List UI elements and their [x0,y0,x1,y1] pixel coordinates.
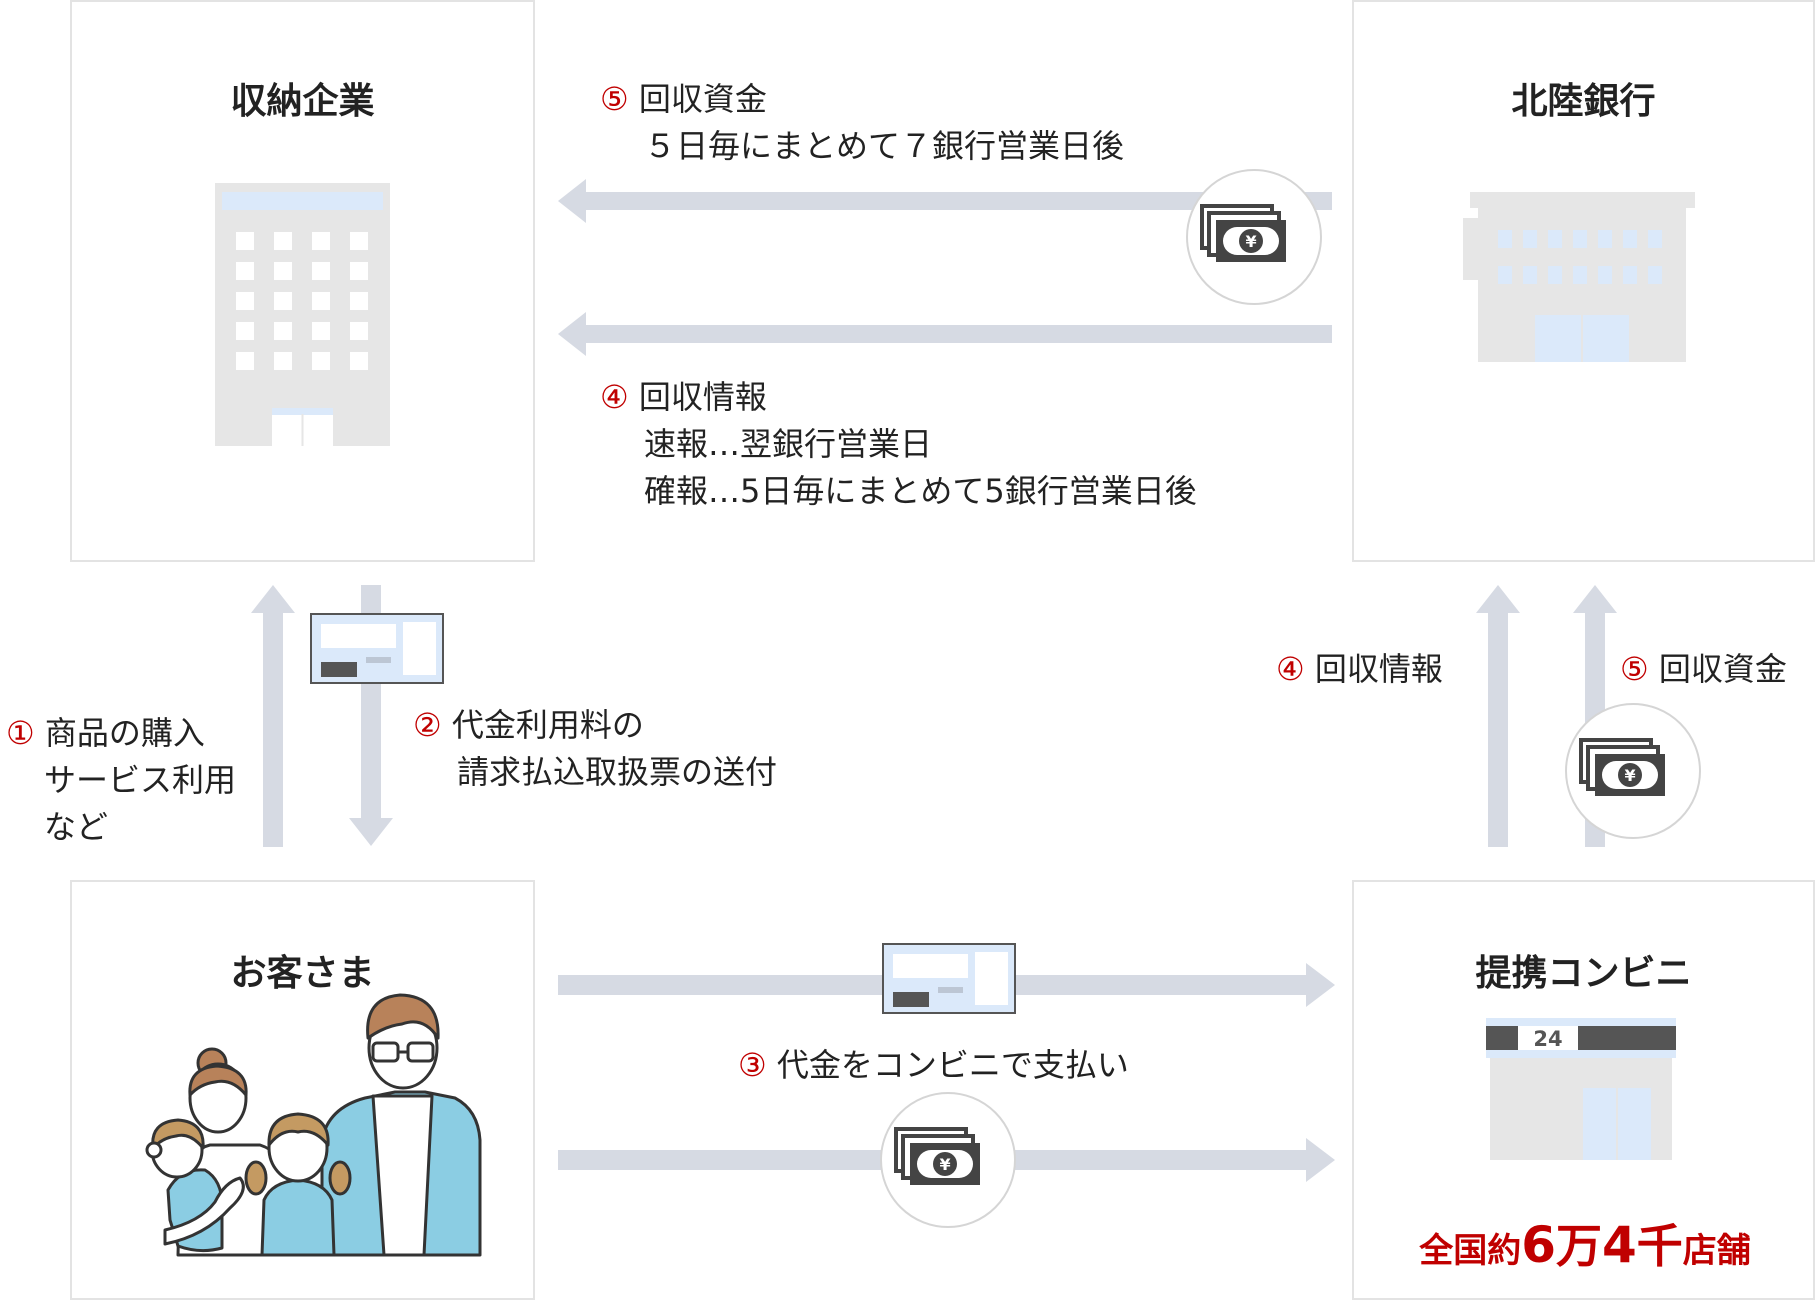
customer-title: お客さま [230,953,375,994]
step-number: ③ [738,1046,767,1084]
money-icon: ¥ [880,1092,1016,1228]
family-illustration [145,993,482,1257]
yen-symbol: ¥ [1624,766,1635,785]
step-number: ⑤ [600,80,629,118]
step-number: ① [6,714,35,752]
money-icon: ¥ [1186,169,1322,305]
step-text: 代金利用料の [451,706,644,744]
company-title: 収納企業 [230,81,375,122]
store-count-number: 6 [1521,1216,1556,1274]
step-text: サービス利用 [44,761,237,799]
step5-store-label: ⑤ 回収資金 [1620,646,1787,693]
store-title: 提携コンビニ [1475,953,1692,994]
arrow-customer-to-company [251,585,295,847]
store-count: 全国約6万4千店舗 [1400,1210,1770,1276]
step-text: 確報…5日毎にまとめて5銀行営業日後 [644,472,1197,510]
step-number: ② [413,706,442,744]
step-text: ５日毎にまとめて７銀行営業日後 [644,127,1125,165]
bank-title: 北陸銀行 [1511,81,1656,122]
store-count-number: 4 [1602,1216,1637,1274]
store-sign-number: 24 [1533,1027,1562,1051]
step-text: など [44,808,109,846]
convenience-store-icon: 24 [1486,1018,1676,1160]
step4-bank-label: ④ 回収情報 速報…翌銀行営業日 確報…5日毎にまとめて5銀行営業日後 [600,374,1197,515]
step-text: 速報…翌銀行営業日 [644,425,933,463]
store-count-suffix: 店舗 [1682,1231,1751,1271]
money-icon: ¥ [1565,703,1701,839]
step-text: 回収情報 [1314,650,1443,688]
step-number: ⑤ [1620,650,1649,688]
arrow-bank-to-company-info [558,312,1332,356]
yen-symbol: ¥ [939,1155,950,1174]
bank-building-icon [1463,192,1695,362]
step2-label: ② 代金利用料の 請求払込取扱票の送付 [413,702,777,796]
step1-label: ① 商品の購入 サービス利用 など [6,710,236,851]
step-text: 請求払込取扱票の送付 [457,753,778,791]
step3-label: ③ 代金をコンビニで支払い [738,1042,1129,1089]
step5-bank-label: ⑤ 回収資金 ５日毎にまとめて７銀行営業日後 [600,76,1124,170]
step-text: 回収資金 [1658,650,1787,688]
step-text: 代金をコンビニで支払い [776,1046,1129,1084]
step-number: ④ [600,378,629,416]
payment-slip-icon [882,943,1016,1014]
store-count-unit: 千 [1636,1219,1683,1273]
step-text: 商品の購入 [44,714,205,752]
arrow-bank-to-company-funds [558,179,1332,223]
payment-slip-icon [310,613,444,684]
step4-store-label: ④ 回収情報 [1276,646,1443,693]
arrow-store-to-bank-info [1476,585,1520,847]
yen-symbol: ¥ [1245,232,1256,251]
company-building-icon [215,183,390,446]
step-text: 回収情報 [638,378,767,416]
store-count-unit: 万 [1556,1219,1602,1273]
step-number: ④ [1276,650,1305,688]
step-text: 回収資金 [638,80,767,118]
store-count-prefix: 全国約 [1419,1231,1522,1271]
